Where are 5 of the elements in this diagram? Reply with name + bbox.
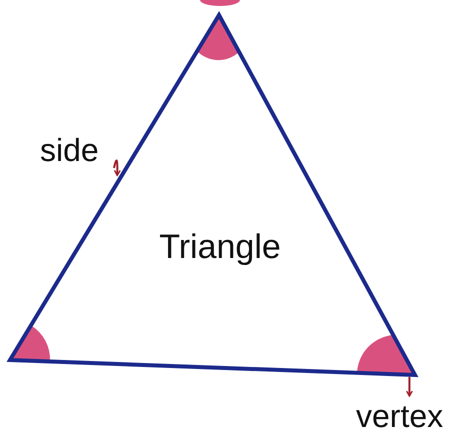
callout-label: side	[40, 134, 99, 166]
shape-label: Triangle	[159, 230, 281, 264]
leader-arrow	[113, 160, 121, 176]
leader-arrow	[406, 378, 413, 397]
callout-label: vertex	[356, 400, 444, 432]
